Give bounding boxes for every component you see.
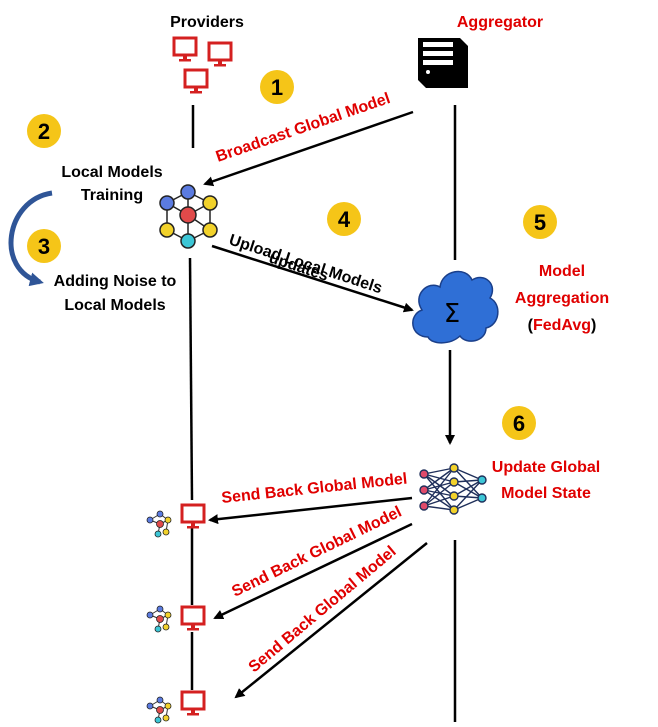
aggregation-cloud-icon: Σ: [412, 270, 499, 344]
step-badge-5: 5: [523, 205, 557, 239]
step-badge-6: 6: [502, 406, 536, 440]
sigma-symbol: Σ: [444, 299, 460, 329]
server-icon: [418, 38, 468, 88]
broadcast-arrow: [203, 110, 414, 187]
provider-node-2: [146, 605, 206, 633]
svg-text:5: 5: [534, 210, 546, 235]
svg-text:6: 6: [513, 411, 525, 436]
global-model-network-icon: [419, 463, 487, 515]
curved-process-arrow: [8, 190, 53, 287]
providers-monitor-icon: [172, 36, 233, 95]
step-badge-2: 2: [27, 114, 61, 148]
model-aggregation-label-line2: Aggregation: [515, 290, 609, 307]
update-global-label-line1: Update Global: [492, 459, 600, 476]
model-aggregation-label-line1: Model: [539, 263, 585, 280]
local-model-network-icon: [159, 184, 218, 249]
upload-arrow: [211, 244, 414, 313]
update-global-label-line2: Model State: [501, 485, 591, 502]
adding-noise-label-line1: Adding Noise to: [54, 273, 177, 290]
send-back-arrow-2: [213, 522, 413, 620]
provider-timeline: [188, 257, 194, 501]
svg-text:1: 1: [271, 75, 283, 100]
svg-text:3: 3: [38, 234, 50, 259]
fedavg-label: (FedAvg): [528, 317, 597, 334]
send-back-arrow-1: [208, 496, 413, 525]
provider-node-3: [146, 690, 206, 724]
step-badge-3: 3: [27, 229, 61, 263]
adding-noise-label-line2: Local Models: [64, 297, 165, 314]
aggregator-label: Aggregator: [457, 14, 543, 31]
send-back-arrow-3: [234, 542, 428, 699]
step-badge-4: 4: [327, 202, 361, 236]
providers-label: Providers: [170, 14, 244, 31]
svg-text:2: 2: [38, 119, 50, 144]
send-back-label-3: Send Back Global Model: [246, 543, 400, 676]
local-training-label-line2: Training: [81, 187, 143, 204]
provider-node-1: [146, 503, 206, 538]
step-badge-1: 1: [260, 70, 294, 104]
svg-text:4: 4: [338, 207, 351, 232]
local-training-label-line1: Local Models: [61, 164, 162, 181]
